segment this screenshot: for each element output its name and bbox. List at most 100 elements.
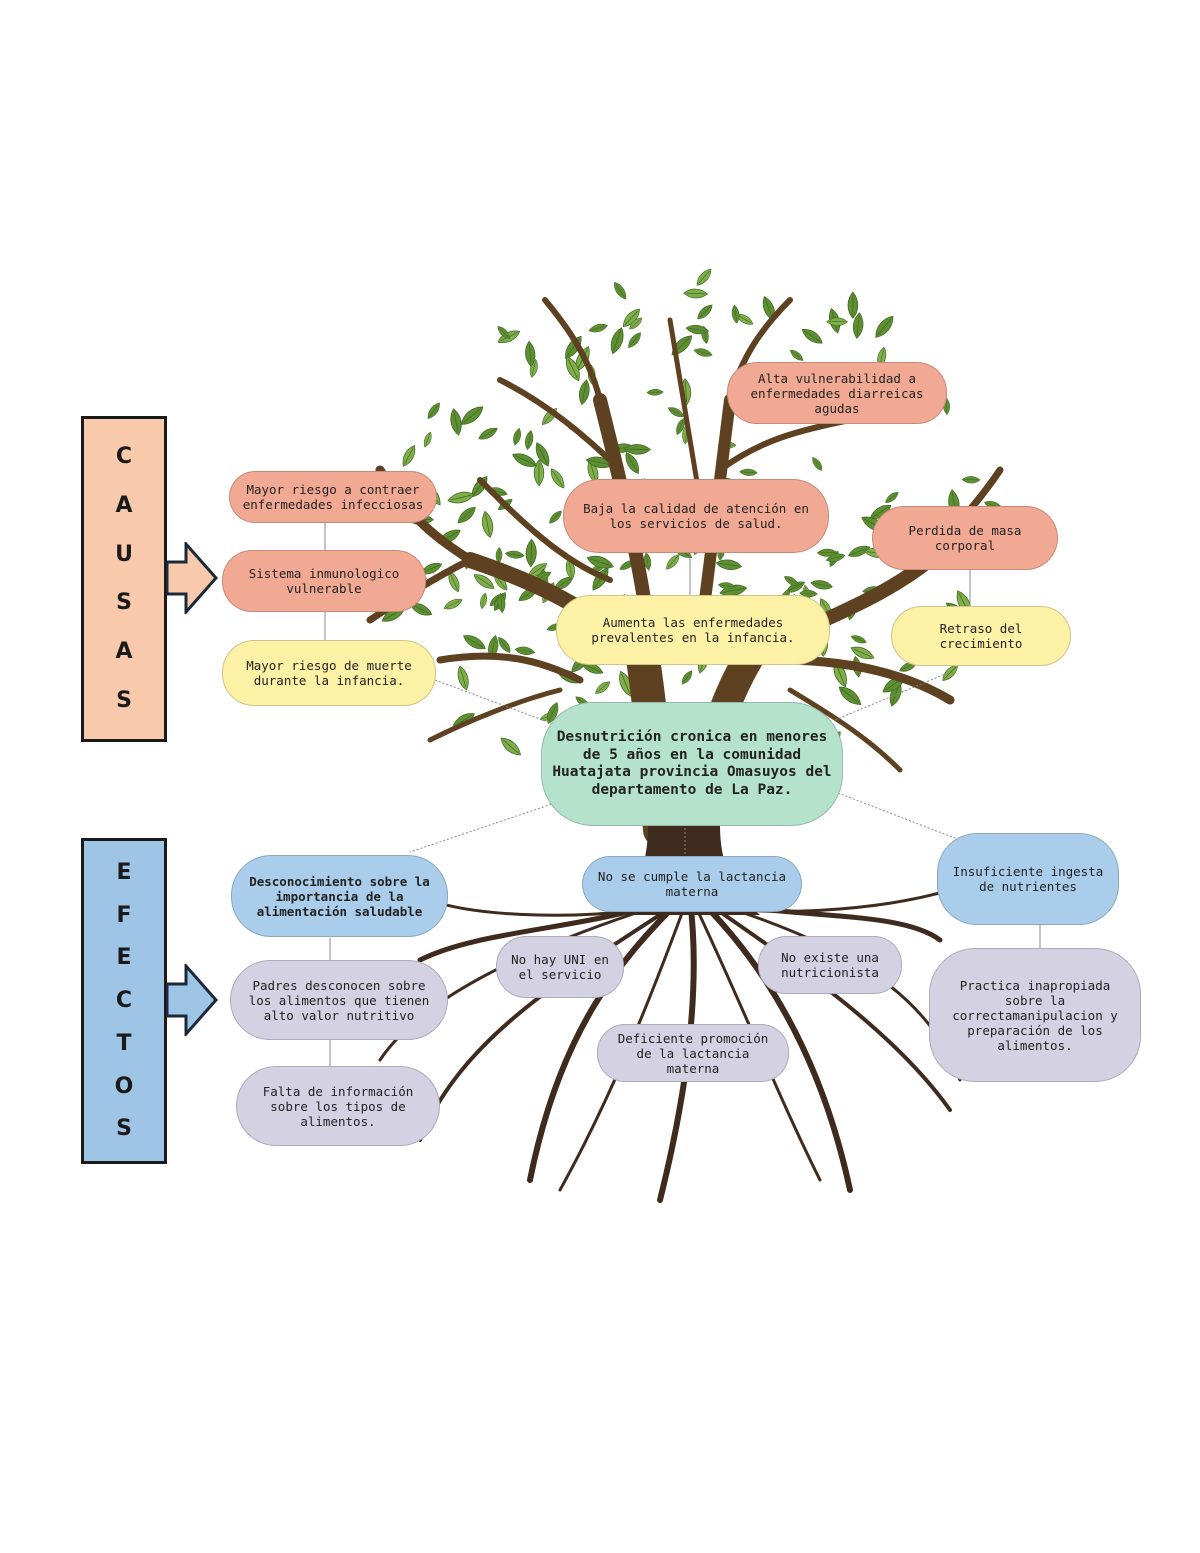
leaf [623, 444, 652, 455]
leaf [586, 555, 614, 569]
leaf [783, 576, 800, 587]
cause-aumenta-enfermedades: Aumenta las enfermedades prevalentes en … [556, 595, 830, 665]
leaf [629, 317, 643, 330]
leaf [500, 737, 521, 756]
leaf [625, 452, 639, 475]
leaf [696, 268, 712, 286]
causas-letter: A [115, 492, 133, 518]
leaf [423, 431, 432, 448]
leaf [402, 444, 416, 467]
leaf [533, 459, 545, 487]
leaf [513, 427, 521, 446]
leaf [525, 340, 536, 368]
efectos-letter: S [116, 1116, 132, 1142]
leaf [497, 326, 510, 339]
cause-sistema-inmunologico: Sistema inmunologico vulnerable [222, 550, 426, 612]
leaf [693, 348, 713, 357]
leaf [850, 646, 875, 660]
leaf [473, 574, 495, 589]
leaf [497, 593, 506, 614]
leaf [718, 582, 736, 590]
cause-alta-vulnerabilidad: Alta vulnerabilidad a enfermedades diarr… [727, 362, 947, 424]
leaf [810, 580, 833, 590]
leaf [457, 665, 469, 691]
leaf [847, 545, 871, 557]
effect-desconocimiento: Desconocimiento sobre la importancia de … [231, 855, 448, 937]
causas-letter: C [115, 443, 133, 469]
leaf [838, 686, 862, 705]
root [527, 897, 683, 1183]
leaf [450, 408, 462, 436]
causas-arrow-icon [166, 542, 218, 614]
causas-letter: A [115, 639, 133, 665]
leaf [514, 646, 536, 656]
leaf [535, 442, 550, 467]
efectos-letter: F [116, 902, 132, 928]
leaf [826, 317, 848, 326]
causas-panel: C A U S A S [81, 416, 167, 742]
leaf [885, 491, 899, 503]
efectos-letter: C [115, 988, 133, 1013]
leaf [588, 323, 608, 333]
causas-letter: S [116, 590, 132, 616]
leaf [481, 510, 494, 539]
efectos-panel: E F E C T O S [81, 838, 167, 1164]
leaf [961, 476, 981, 484]
leaf [495, 546, 503, 564]
leaf [443, 598, 463, 610]
leaf [852, 312, 864, 339]
effect-deficiente: Deficiente promoción de la lactancia mat… [597, 1024, 789, 1082]
effect-practica: Practica inapropiada sobre la correctama… [929, 948, 1141, 1082]
leaf [875, 315, 894, 338]
effect-padres: Padres desconocen sobre los alimentos qu… [230, 960, 448, 1040]
leaf [420, 562, 443, 575]
leaf [427, 402, 440, 419]
leaf [790, 349, 804, 361]
leaf [525, 430, 534, 450]
leaf [646, 388, 664, 396]
cause-mayor-riesgo-infecciosas: Mayor riesgo a contraer enfermedades inf… [229, 471, 437, 523]
leaf [498, 636, 511, 653]
leaf [550, 468, 565, 489]
leaf [666, 554, 680, 570]
leaf [525, 538, 537, 568]
leaf [549, 510, 562, 524]
leaf [812, 456, 823, 471]
effect-no-hay-uni: No hay UNI en el servicio [496, 936, 624, 998]
efectos-arrow-icon [166, 964, 218, 1036]
leaf [447, 491, 475, 504]
leaf [628, 332, 641, 348]
efectos-letter: E [116, 945, 132, 971]
causas-letter: U [115, 541, 133, 567]
cause-mayor-riesgo-muerte: Mayor riesgo de muerte durante la infanc… [222, 640, 436, 706]
leaf [683, 288, 709, 299]
leaf [448, 570, 460, 593]
leaf [480, 592, 488, 610]
leaf [847, 291, 859, 319]
causas-letter: S [116, 688, 132, 714]
leaf [610, 327, 624, 355]
leaf [801, 329, 823, 344]
leaf [478, 427, 498, 440]
leaf [816, 548, 838, 557]
leaf [681, 670, 693, 685]
effect-lactancia: No se cumple la lactancia materna [582, 856, 802, 912]
leaf [850, 635, 867, 644]
leaf [785, 581, 806, 593]
leaf [462, 635, 486, 650]
efectos-letter: O [114, 1073, 134, 1099]
leaf [715, 559, 743, 571]
effect-no-existe: No existe una nutricionista [758, 936, 902, 994]
central-problem: Desnutrición cronica en menores de 5 año… [541, 702, 843, 826]
leaf [512, 453, 538, 467]
leaf [614, 281, 627, 300]
effect-insuficiente: Insuficiente ingesta de nutrientes [937, 833, 1119, 925]
leaf [685, 324, 710, 335]
leaf [460, 406, 484, 425]
leaf [595, 681, 611, 694]
cause-perdida-masa: Perdida de masa corporal [872, 506, 1058, 570]
leaf [457, 506, 476, 524]
root [697, 897, 853, 1193]
cause-retraso: Retraso del crecimiento [891, 606, 1071, 666]
efectos-letter: E [116, 859, 132, 885]
